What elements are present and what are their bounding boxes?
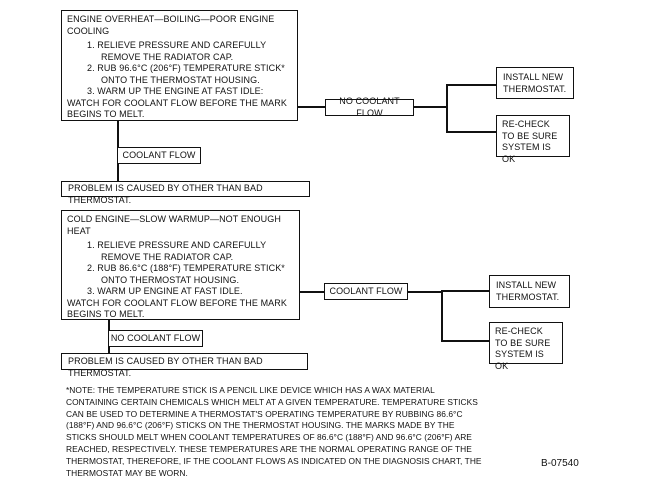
section1-result-box: PROBLEM IS CAUSED BY OTHER THAN BAD THER… — [61, 181, 310, 205]
connector-line — [446, 84, 496, 86]
section1-watch-text: WATCH FOR COOLANT FLOW BEFORE THE MARK B… — [67, 97, 287, 120]
connector-line — [441, 290, 489, 292]
footnote: *NOTE: THE TEMPERATURE STICK IS A PENCIL… — [66, 385, 482, 478]
section2-title: COLD ENGINE—SLOW WARMUP—NOT ENOUGH HEAT — [67, 214, 281, 236]
section2-step-3: 3. WARM UP ENGINE AT FAST IDLE. — [87, 286, 243, 296]
connector-line — [441, 290, 443, 341]
section2-no-coolant-flow-box: NO COOLANT FLOW — [108, 330, 203, 347]
section1-recheck-box: RE-CHECK TO BE SURE SYSTEM IS OK — [496, 115, 570, 164]
section2-branch-down-label: NO COOLANT FLOW — [110, 332, 201, 343]
section2-result-label: PROBLEM IS CAUSED BY OTHER THAN BAD THER… — [68, 356, 263, 378]
connector-line — [441, 340, 489, 342]
section1-no-coolant-flow-box: NO COOLANT FLOW — [325, 96, 414, 118]
section2-main-box: COLD ENGINE—SLOW WARMUP—NOT ENOUGH HEAT … — [61, 210, 300, 320]
section1-install-label: INSTALL NEW THERMOSTAT. — [503, 72, 567, 94]
section1-install-box: INSTALL NEW THERMOSTAT. — [496, 67, 574, 99]
connector-line — [298, 106, 325, 108]
section2-step-1: 1. RELIEVE PRESSURE AND CAREFULLY REMOVE… — [87, 240, 267, 262]
connector-line — [446, 84, 448, 132]
section2-coolant-flow-box: COOLANT FLOW — [324, 283, 408, 300]
section2-watch-text: WATCH FOR COOLANT FLOW BEFORE THE MARK B… — [67, 297, 287, 320]
section1-branch-down-label: COOLANT FLOW — [122, 149, 196, 160]
section2-install-label: INSTALL NEW THERMOSTAT. — [496, 280, 560, 302]
section1-step-3: 3. WARM UP THE ENGINE AT FAST IDLE: — [87, 86, 264, 96]
section1-recheck-label: RE-CHECK TO BE SURE SYSTEM IS OK — [502, 119, 558, 164]
section2-result-box: PROBLEM IS CAUSED BY OTHER THAN BAD THER… — [61, 353, 308, 378]
section2-install-box: INSTALL NEW THERMOSTAT. — [489, 275, 570, 308]
section2-recheck-box: RE-CHECK TO BE SURE SYSTEM IS OK — [489, 322, 563, 371]
section1-coolant-flow-box: COOLANT FLOW — [117, 147, 201, 164]
section1-step-1: 1. RELIEVE PRESSURE AND CAREFULLY REMOVE… — [87, 40, 267, 62]
section1-branch-right-label: NO COOLANT FLOW — [339, 96, 400, 118]
section2-step-2: 2. RUB 86.6°C (188°F) TEMPERATURE STICK*… — [87, 263, 285, 285]
connector-line — [446, 131, 496, 133]
connector-line — [414, 106, 446, 108]
connector-line — [408, 291, 441, 293]
section2-branch-right-label: COOLANT FLOW — [329, 285, 403, 296]
connector-line — [300, 291, 324, 293]
section1-main-box: ENGINE OVERHEAT—BOILING—POOR ENGINE COOL… — [61, 10, 298, 121]
section2-recheck-label: RE-CHECK TO BE SURE SYSTEM IS OK — [495, 326, 551, 371]
section1-title: ENGINE OVERHEAT—BOILING—POOR ENGINE COOL… — [67, 14, 275, 36]
figure-code: B-07540 — [541, 458, 579, 469]
section1-result-label: PROBLEM IS CAUSED BY OTHER THAN BAD THER… — [68, 183, 263, 205]
section1-step-2: 2. RUB 96.6°C (206°F) TEMPERATURE STICK*… — [87, 63, 285, 85]
